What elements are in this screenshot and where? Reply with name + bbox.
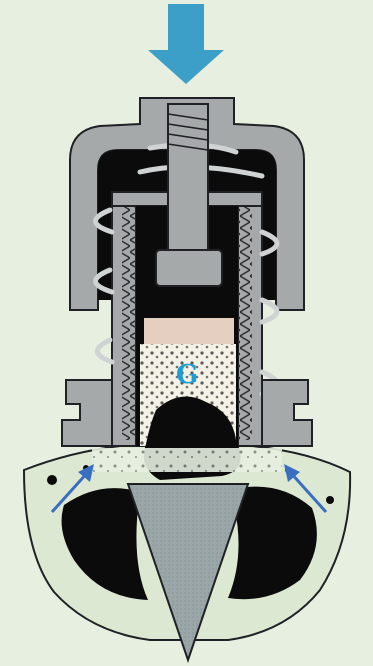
graft-top-layer [144,318,234,344]
region-label: G [176,362,198,388]
bone-grain [92,448,282,472]
